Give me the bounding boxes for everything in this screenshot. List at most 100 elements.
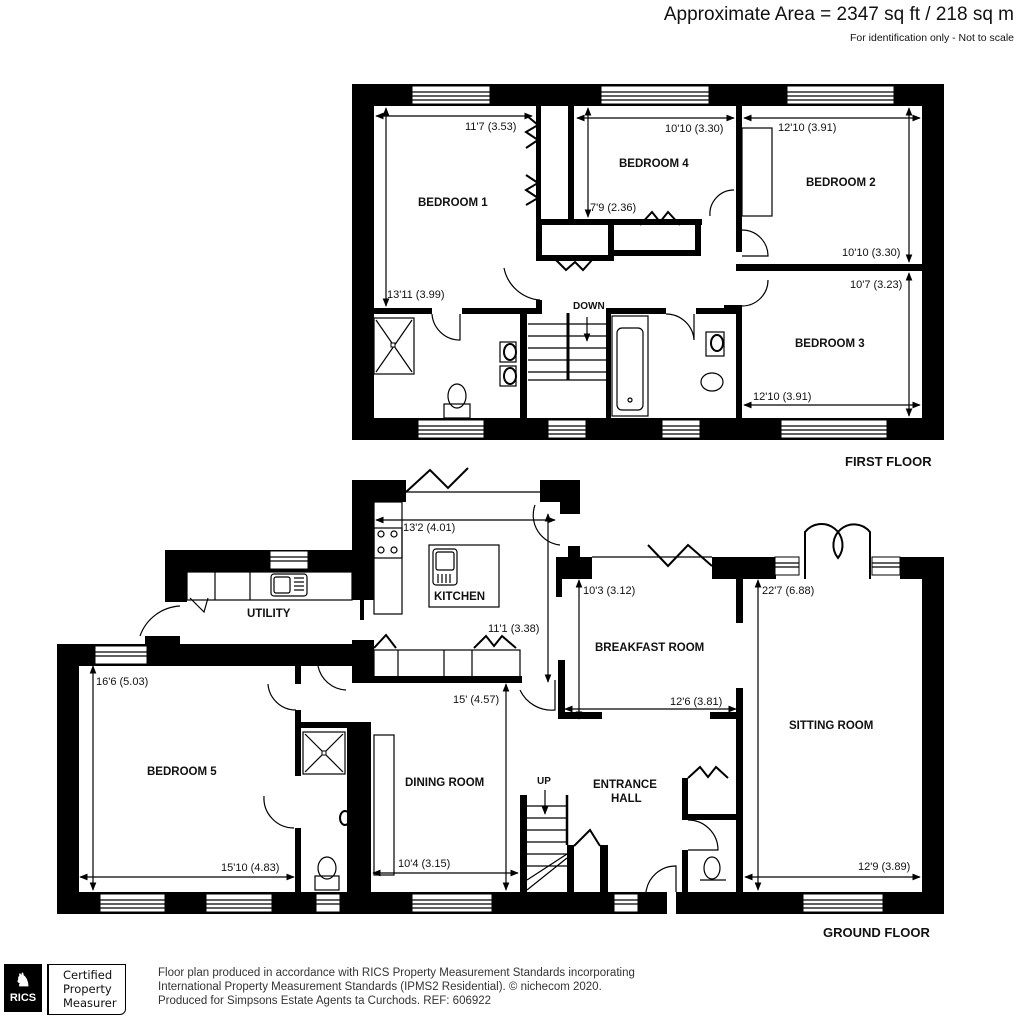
room-entrance-hall-1: ENTRANCE	[593, 779, 657, 791]
dim-kitchen-width: 13'2 (4.01)	[403, 522, 455, 534]
badge-line-2: Property	[63, 982, 112, 996]
cupboard-door-icon	[639, 210, 681, 226]
door-swing-icon	[687, 819, 719, 851]
first-floor-label: FIRST FLOOR	[845, 454, 932, 469]
toilet-icon	[700, 372, 724, 392]
dim-sitting-width: 12'9 (3.89)	[858, 861, 910, 873]
stairs-label-down: DOWN	[573, 301, 605, 312]
rics-lion-icon: ♞	[14, 970, 32, 990]
window	[315, 893, 341, 913]
room-bedroom-1: BEDROOM 1	[418, 197, 488, 209]
shower-tray-icon	[373, 317, 415, 375]
toilet-icon	[443, 383, 471, 419]
cupboard-door-icon	[573, 828, 601, 847]
room-sitting: SITTING ROOM	[789, 720, 873, 732]
door-swing-icon	[532, 504, 561, 546]
dim-bedroom1-length: 13'11 (3.99)	[387, 289, 445, 301]
dim-bedroom1-width: 11'7 (3.53)	[465, 121, 516, 133]
window	[786, 85, 895, 105]
window	[547, 419, 587, 439]
badge-line-3: Measurer	[63, 996, 117, 1010]
window	[411, 893, 493, 913]
basin-icon	[705, 331, 725, 357]
window	[780, 419, 888, 439]
cupboard-door-icon	[189, 597, 209, 614]
badge-line-1: Certified	[63, 968, 113, 982]
rics-logo: ♞ RICS	[4, 964, 42, 1012]
wardrobe-door-icon	[524, 114, 540, 149]
room-entrance-hall-2: HALL	[611, 793, 642, 805]
cupboard-door-icon	[687, 765, 729, 779]
ground-floor-label: GROUND FLOOR	[823, 925, 930, 940]
dim-bedroom3-length: 10'7 (3.23)	[850, 279, 902, 291]
door-swing-icon	[267, 683, 297, 711]
first-floor-plan: DOWN BEDROOM 1 BEDROOM 4 BEDROOM 2 BEDRO…	[352, 84, 944, 469]
sink-icon	[432, 548, 458, 586]
rics-wordmark: RICS	[9, 992, 37, 1004]
window	[99, 893, 166, 913]
toilet-icon	[700, 856, 726, 881]
approximate-area: Approximate Area = 2347 sq ft / 218 sq m	[663, 4, 1014, 25]
room-bedroom-2: BEDROOM 2	[806, 177, 876, 189]
bifold-door-icon	[647, 543, 713, 568]
front-door-icon	[645, 865, 677, 893]
footer-disclaimer: Floor plan produced in accordance with R…	[158, 966, 635, 1008]
window	[774, 556, 800, 576]
window	[205, 893, 273, 913]
door-swing-icon	[139, 605, 181, 637]
dim-bedroom2-width: 12'10 (3.91)	[778, 122, 836, 134]
staircase-down	[528, 313, 606, 381]
window	[661, 419, 701, 439]
kitchen-island	[428, 544, 500, 608]
stairs-label-up: UP	[537, 776, 551, 787]
bifold-door-icon	[405, 467, 469, 493]
window	[871, 556, 901, 576]
room-breakfast: BREAKFAST ROOM	[595, 642, 704, 654]
room-dining: DINING ROOM	[405, 777, 484, 789]
staircase-up	[526, 790, 569, 891]
door-swing-icon	[519, 680, 556, 711]
door-swing-icon	[317, 665, 347, 691]
window	[94, 645, 148, 665]
room-bedroom-5: BEDROOM 5	[147, 766, 217, 778]
scale-disclaimer: For identification only - Not to scale	[850, 32, 1014, 44]
dim-bedroom4-width: 10'10 (3.30)	[665, 123, 723, 135]
window	[417, 419, 485, 439]
door-swing-icon	[503, 267, 541, 301]
dim-dining-length: 15' (4.57)	[453, 694, 499, 706]
window	[269, 550, 309, 570]
footer-line-3: Produced for Simpsons Estate Agents ta C…	[158, 995, 492, 1007]
door-swing-icon	[263, 795, 295, 829]
window	[802, 893, 884, 913]
toilet-icon	[314, 856, 340, 891]
bath-icon	[611, 315, 649, 417]
shower-tray-icon	[302, 731, 346, 775]
dim-bedroom4-length: 7'9 (2.36)	[590, 202, 636, 214]
window	[600, 85, 710, 105]
dim-bedroom2-length: 10'10 (3.30)	[842, 247, 900, 259]
basin-icon	[499, 341, 517, 387]
room-utility: UTILITY	[247, 608, 291, 620]
ground-floor-plan: UP KITCHEN UTILITY BREAKFAST ROOM SITTIN…	[57, 467, 944, 940]
room-kitchen: KITCHEN	[434, 591, 485, 603]
dim-bedroom5-width: 15'10 (4.83)	[221, 862, 279, 874]
footer: ♞ RICS Certified Property Measurer Floor…	[0, 962, 1024, 1018]
hob-icon	[373, 527, 403, 559]
dim-breakfast-length: 10'3 (3.12)	[583, 585, 635, 597]
certified-measurer-badge: Certified Property Measurer	[47, 964, 126, 1015]
wardrobe-icon	[741, 127, 773, 217]
window	[613, 893, 639, 913]
dim-dining-width: 10'4 (3.15)	[398, 858, 450, 870]
footer-line-1: Floor plan produced in accordance with R…	[158, 967, 635, 979]
dim-bedroom3-width: 12'10 (3.91)	[753, 391, 811, 403]
basin-icon	[339, 810, 351, 826]
footer-line-2: International Property Measurement Stand…	[158, 981, 602, 993]
room-bedroom-3: BEDROOM 3	[795, 338, 865, 350]
floor-plan: DOWN BEDROOM 1 BEDROOM 4 BEDROOM 2 BEDRO…	[57, 84, 944, 940]
sink-icon	[270, 573, 308, 597]
room-bedroom-4: BEDROOM 4	[619, 158, 689, 170]
dim-bedroom5-length: 16'6 (5.03)	[96, 676, 148, 688]
cupboard-door-icon	[473, 634, 517, 649]
dim-kitchen-length: 11'1 (3.38)	[488, 623, 539, 635]
window	[411, 85, 491, 105]
